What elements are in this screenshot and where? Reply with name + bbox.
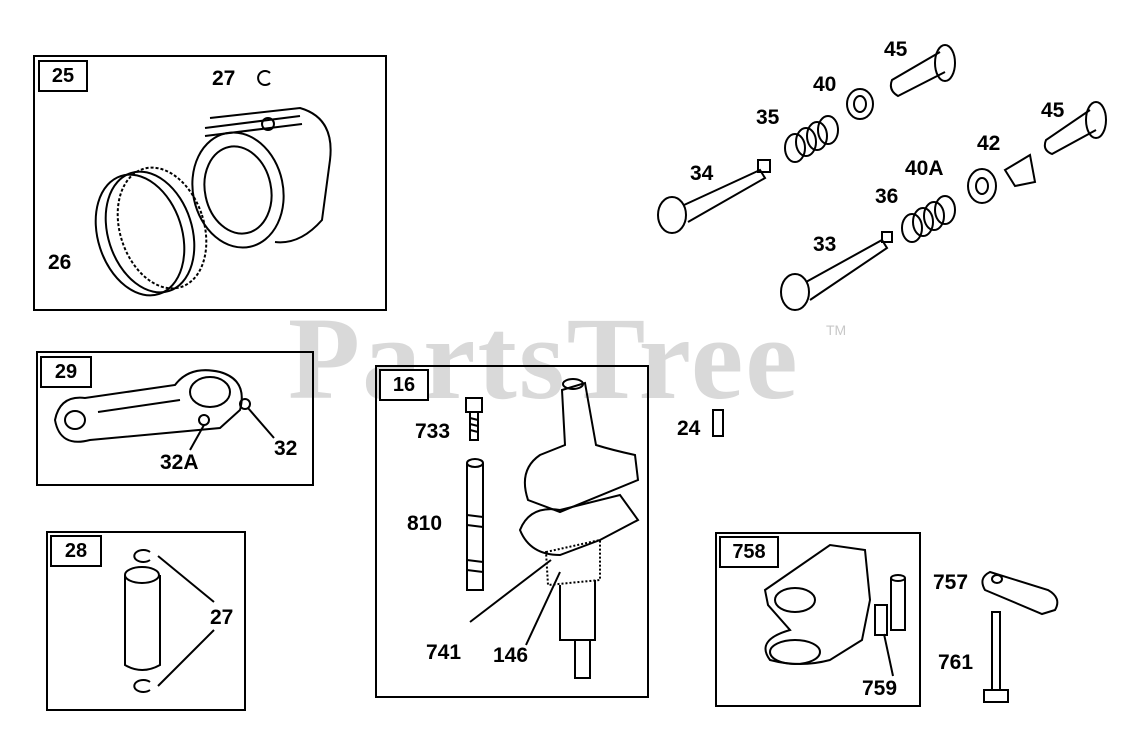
adjust-screw <box>983 611 1009 703</box>
label-piston-rings: 26 <box>48 251 72 274</box>
rocker-panel-tag: 758 <box>719 536 779 568</box>
valve-spring-2 <box>901 195 956 243</box>
label-cap-45-top: 45 <box>884 38 908 61</box>
label-crank-gear2: 146 <box>493 644 529 667</box>
rocker-link <box>981 570 1059 616</box>
woodruff-key <box>712 409 724 437</box>
label-link-757: 757 <box>933 571 969 594</box>
pin-panel <box>46 531 246 711</box>
valve-cap-2 <box>1043 101 1107 156</box>
label-key-24: 24 <box>677 417 701 440</box>
label-retainer-40a: 40A <box>905 157 944 180</box>
label-crank-stud: 810 <box>407 512 443 535</box>
piston-pin <box>124 549 161 693</box>
crank-panel-tag: 16 <box>379 369 429 401</box>
label-spring-36: 36 <box>875 185 899 208</box>
exhaust-valve <box>780 231 893 311</box>
valve-keeper <box>1003 153 1037 188</box>
label-screw-761: 761 <box>938 651 974 674</box>
label-pin-clip: 27 <box>210 606 234 629</box>
rocker-panel <box>715 532 921 707</box>
valve-cap-1 <box>889 44 956 98</box>
label-rod-bolt: 32 <box>274 437 298 460</box>
label-cap-45-right: 45 <box>1041 99 1065 122</box>
piston <box>191 106 332 249</box>
label-spring-35: 35 <box>756 106 780 129</box>
piston-clip <box>257 70 271 86</box>
label-valve-34: 34 <box>690 162 714 185</box>
label-valve-33: 33 <box>813 233 837 256</box>
rocker-bracket <box>763 543 888 665</box>
rod-panel <box>36 351 314 486</box>
connecting-rod <box>53 369 251 443</box>
crank-stud <box>466 458 484 591</box>
label-retainer-40: 40 <box>813 73 837 96</box>
label-rocker-pin: 759 <box>862 677 898 700</box>
label-piston-clip: 27 <box>212 67 236 90</box>
label-crank-gear1: 741 <box>426 641 462 664</box>
rocker-pin <box>890 574 906 631</box>
label-rod-bolt-a: 32A <box>160 451 199 474</box>
piston-rings <box>94 166 208 297</box>
valve-spring-1 <box>784 115 839 163</box>
trademark-mark: TM <box>826 322 847 338</box>
piston-panel-tag: 25 <box>38 60 88 92</box>
watermark: PartsTree <box>288 293 800 424</box>
pin-panel-tag: 28 <box>50 535 102 567</box>
piston-panel <box>33 55 387 311</box>
retainer-1 <box>846 88 874 120</box>
label-keeper-42: 42 <box>977 132 1001 155</box>
retainer-2 <box>967 168 997 204</box>
rod-panel-tag: 29 <box>40 356 92 388</box>
label-crank-screw: 733 <box>415 420 451 443</box>
crank-screw <box>465 397 483 441</box>
intake-valve <box>657 159 771 234</box>
crankshaft <box>518 378 640 679</box>
crank-panel <box>375 365 649 698</box>
